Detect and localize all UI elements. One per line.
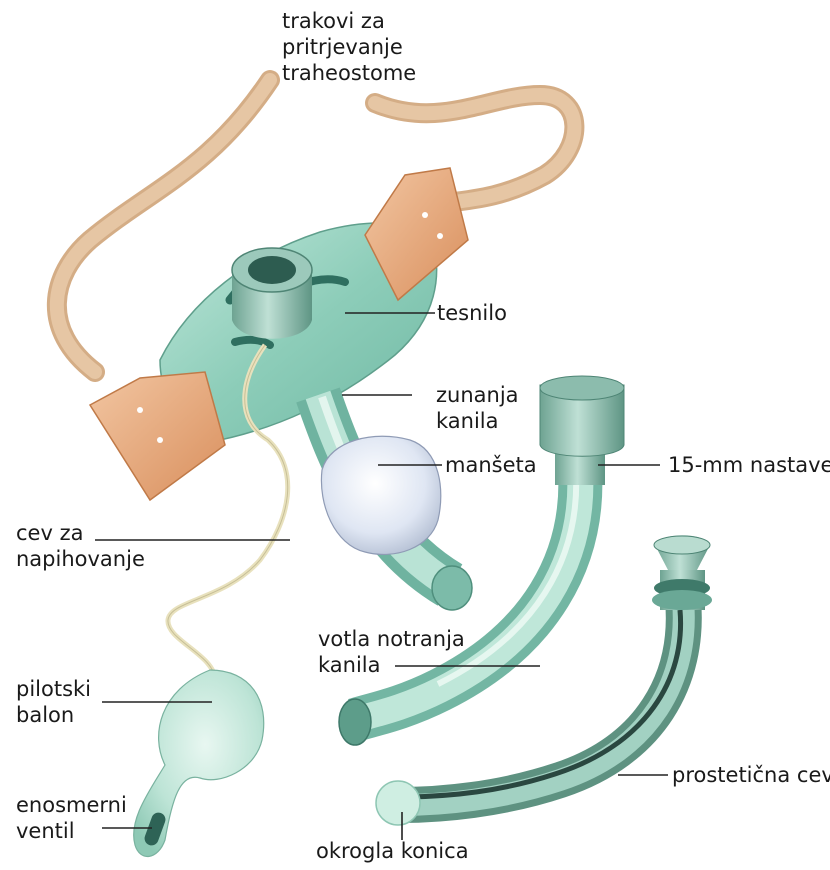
- label-connector: 15-mm nastavek: [668, 452, 830, 478]
- label-outer-cannula-2: kanila: [436, 408, 499, 434]
- label-pilot-2: balon: [16, 702, 74, 728]
- label-pilot-1: pilotski: [16, 676, 91, 702]
- label-ties-2: pritrjevanje: [282, 34, 403, 60]
- label-valve-1: enosmerni: [16, 792, 127, 818]
- label-ties-1: trakovi za: [282, 8, 385, 34]
- label-tip: okrogla konica: [316, 838, 469, 864]
- label-inflation-2: napihovanje: [16, 546, 145, 572]
- label-cuff: manšeta: [445, 452, 537, 478]
- flange-hub: [232, 248, 312, 339]
- pilot-balloon: [134, 670, 264, 856]
- label-valve-2: ventil: [16, 818, 75, 844]
- label-prosthetic: prostetična cev: [672, 762, 830, 788]
- label-inner-cannula-2: kanila: [318, 652, 381, 678]
- label-seal: tesnilo: [437, 300, 507, 326]
- cuff: [321, 436, 440, 554]
- label-ties-3: traheostome: [282, 60, 416, 86]
- label-inner-cannula-1: votla notranja: [318, 626, 465, 652]
- label-outer-cannula-1: zunanja: [436, 382, 519, 408]
- label-inflation-1: cev za: [16, 520, 83, 546]
